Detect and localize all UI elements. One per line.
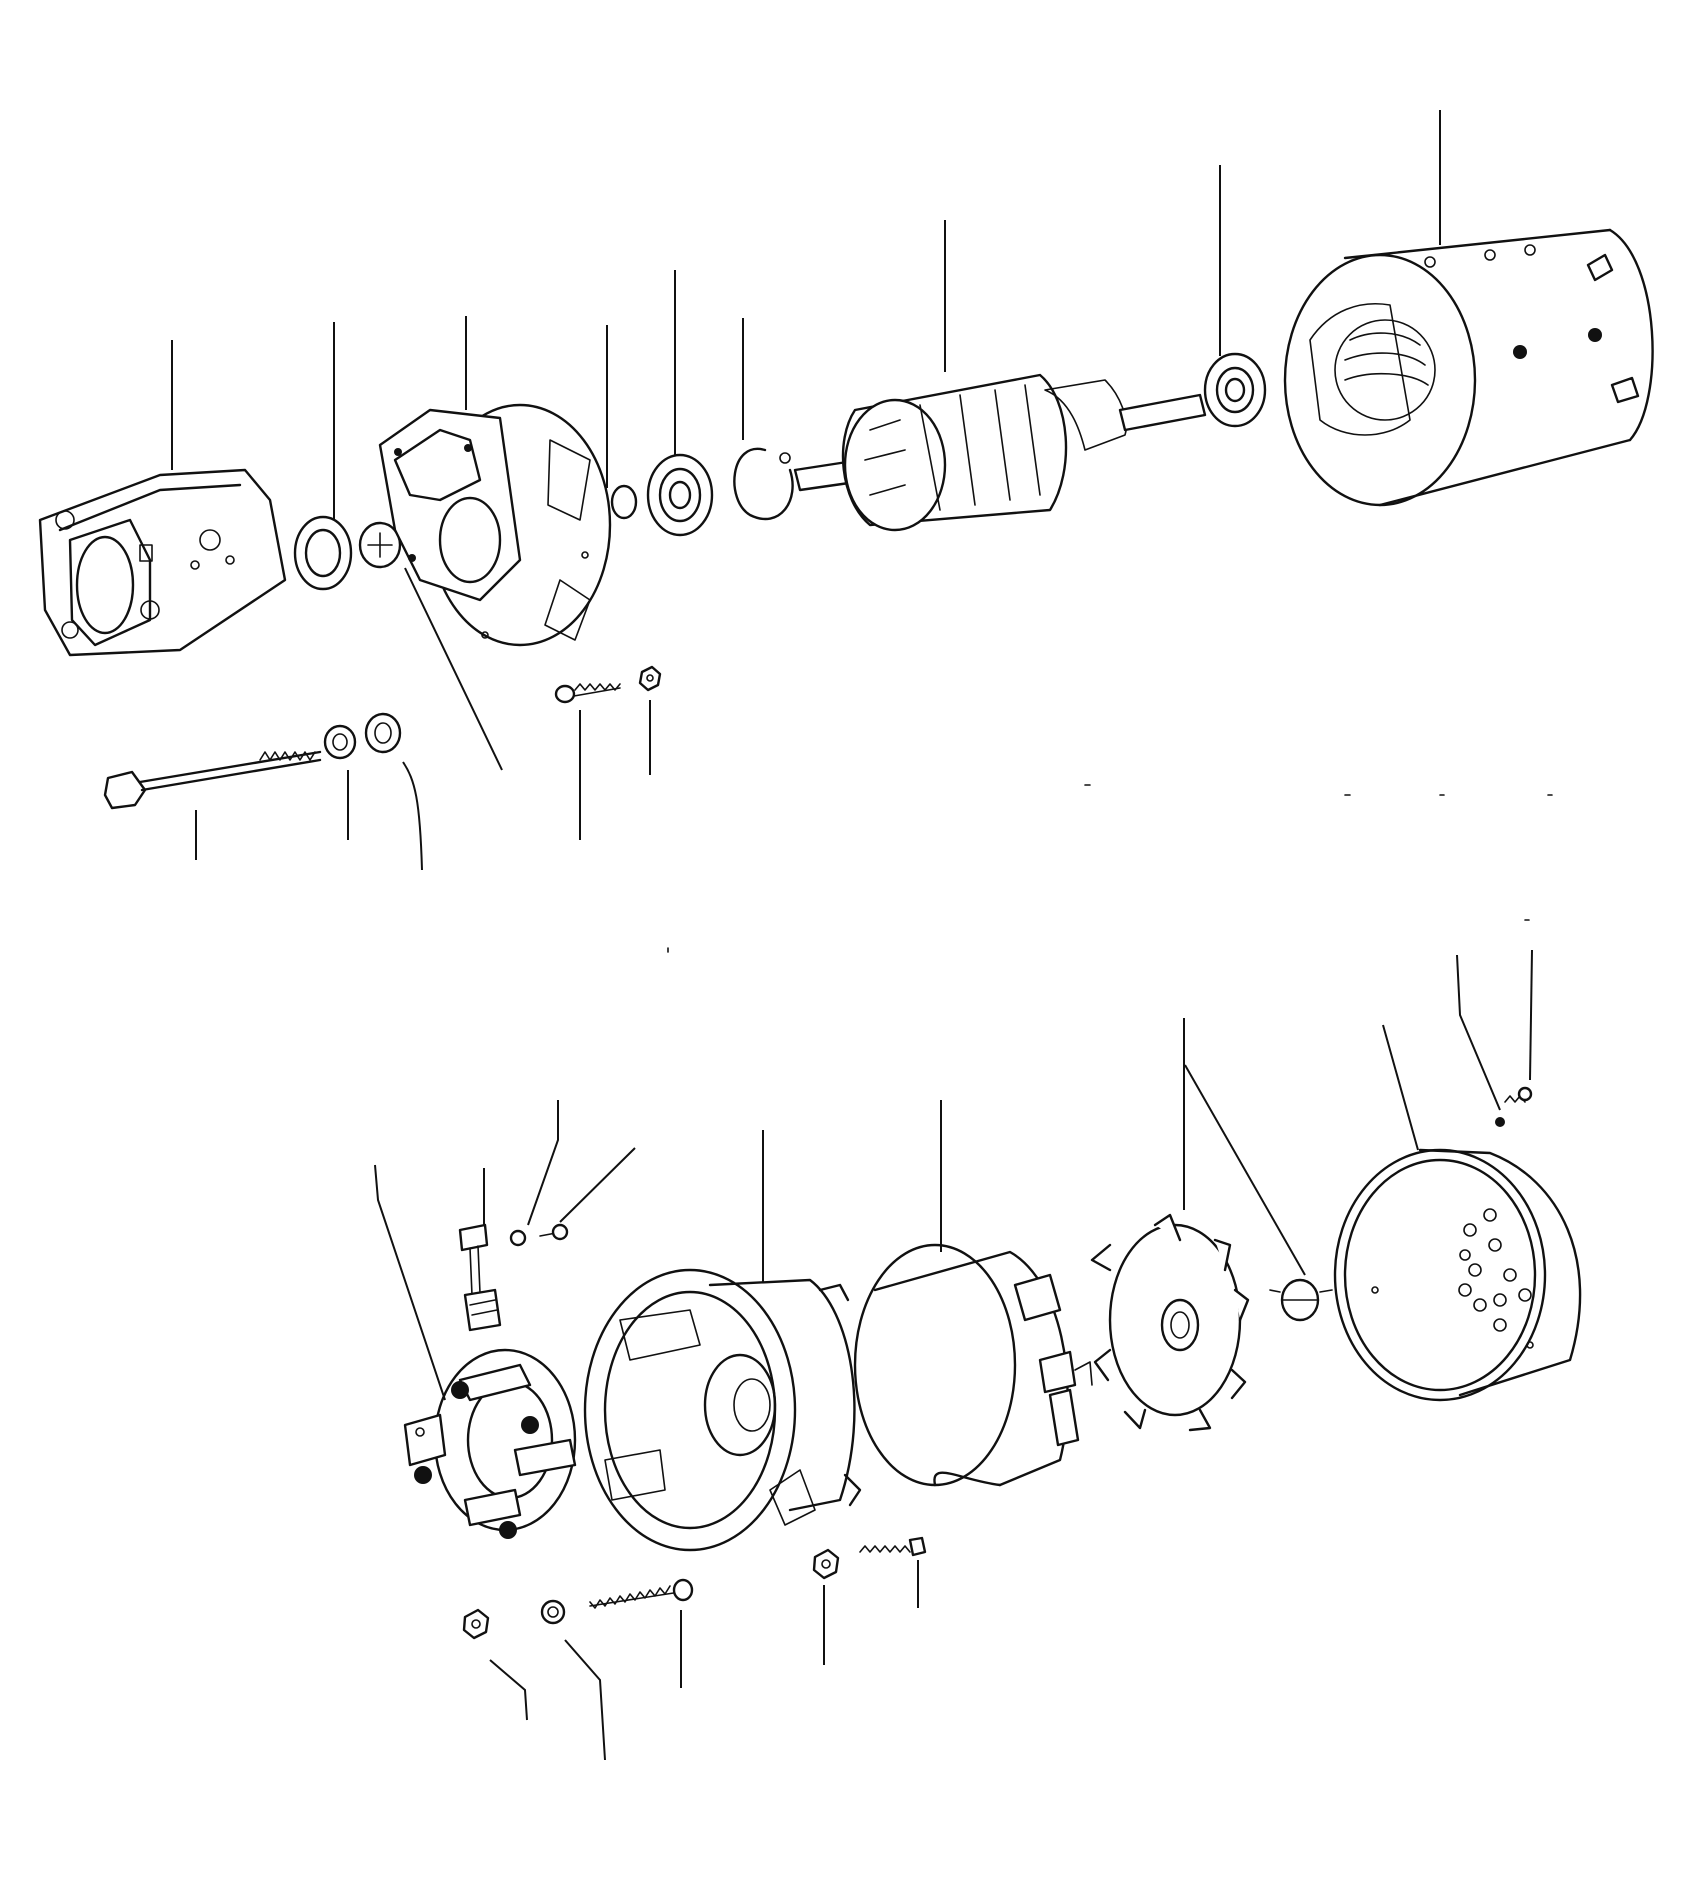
fan-clip	[1269, 1278, 1333, 1322]
rear-end-shield	[583, 1268, 862, 1552]
leader-guard-screw	[1529, 949, 1533, 1081]
fan-guard-cap	[1333, 1148, 1582, 1402]
leader-fan-clip	[1184, 1064, 1306, 1276]
leader-brush-holder	[374, 1164, 446, 1401]
brush-nut	[509, 1229, 527, 1247]
leader-coupling	[404, 567, 503, 771]
armature-rotor	[793, 373, 1207, 532]
band-cover	[853, 1243, 1093, 1487]
spring-washer	[323, 724, 357, 760]
shield-screw	[859, 1536, 927, 1557]
long-screw	[589, 1578, 694, 1609]
leader-washer-bottom	[564, 1639, 606, 1761]
small-nut	[638, 665, 662, 692]
small-screw	[554, 683, 621, 704]
pump-flange-plate	[378, 403, 612, 647]
shaft-seal-ring	[293, 515, 353, 591]
guard-nut	[1495, 1117, 1505, 1127]
small-snap-ring	[610, 484, 638, 520]
scan-artifacts	[667, 784, 1553, 953]
hex-nut-left	[462, 1608, 490, 1640]
flat-washer	[364, 712, 402, 754]
washer-bottom	[540, 1599, 566, 1625]
leader-hex-nut-left	[489, 1659, 528, 1721]
brush-screw	[539, 1223, 569, 1241]
cooling-fan	[1090, 1213, 1250, 1432]
shaft-coupling	[358, 521, 402, 569]
guard-screw	[1504, 1086, 1533, 1103]
through-bolt	[103, 750, 322, 810]
gear-pump-body	[38, 468, 287, 657]
circlip-ring	[733, 447, 794, 521]
shield-nut	[812, 1548, 840, 1580]
leader-brush-screw	[559, 1147, 636, 1223]
carbon-brush	[458, 1223, 502, 1332]
front-ball-bearing	[646, 453, 714, 537]
leader-flat-washer	[402, 761, 423, 871]
leader-guard-nut	[1456, 954, 1501, 1111]
motor-housing-yoke	[1283, 228, 1654, 507]
leader-brush-nut	[527, 1100, 559, 1226]
leader-fan-guard	[1382, 1024, 1419, 1151]
brush-holder-plate	[403, 1348, 577, 1539]
rear-ball-bearing	[1203, 352, 1267, 428]
